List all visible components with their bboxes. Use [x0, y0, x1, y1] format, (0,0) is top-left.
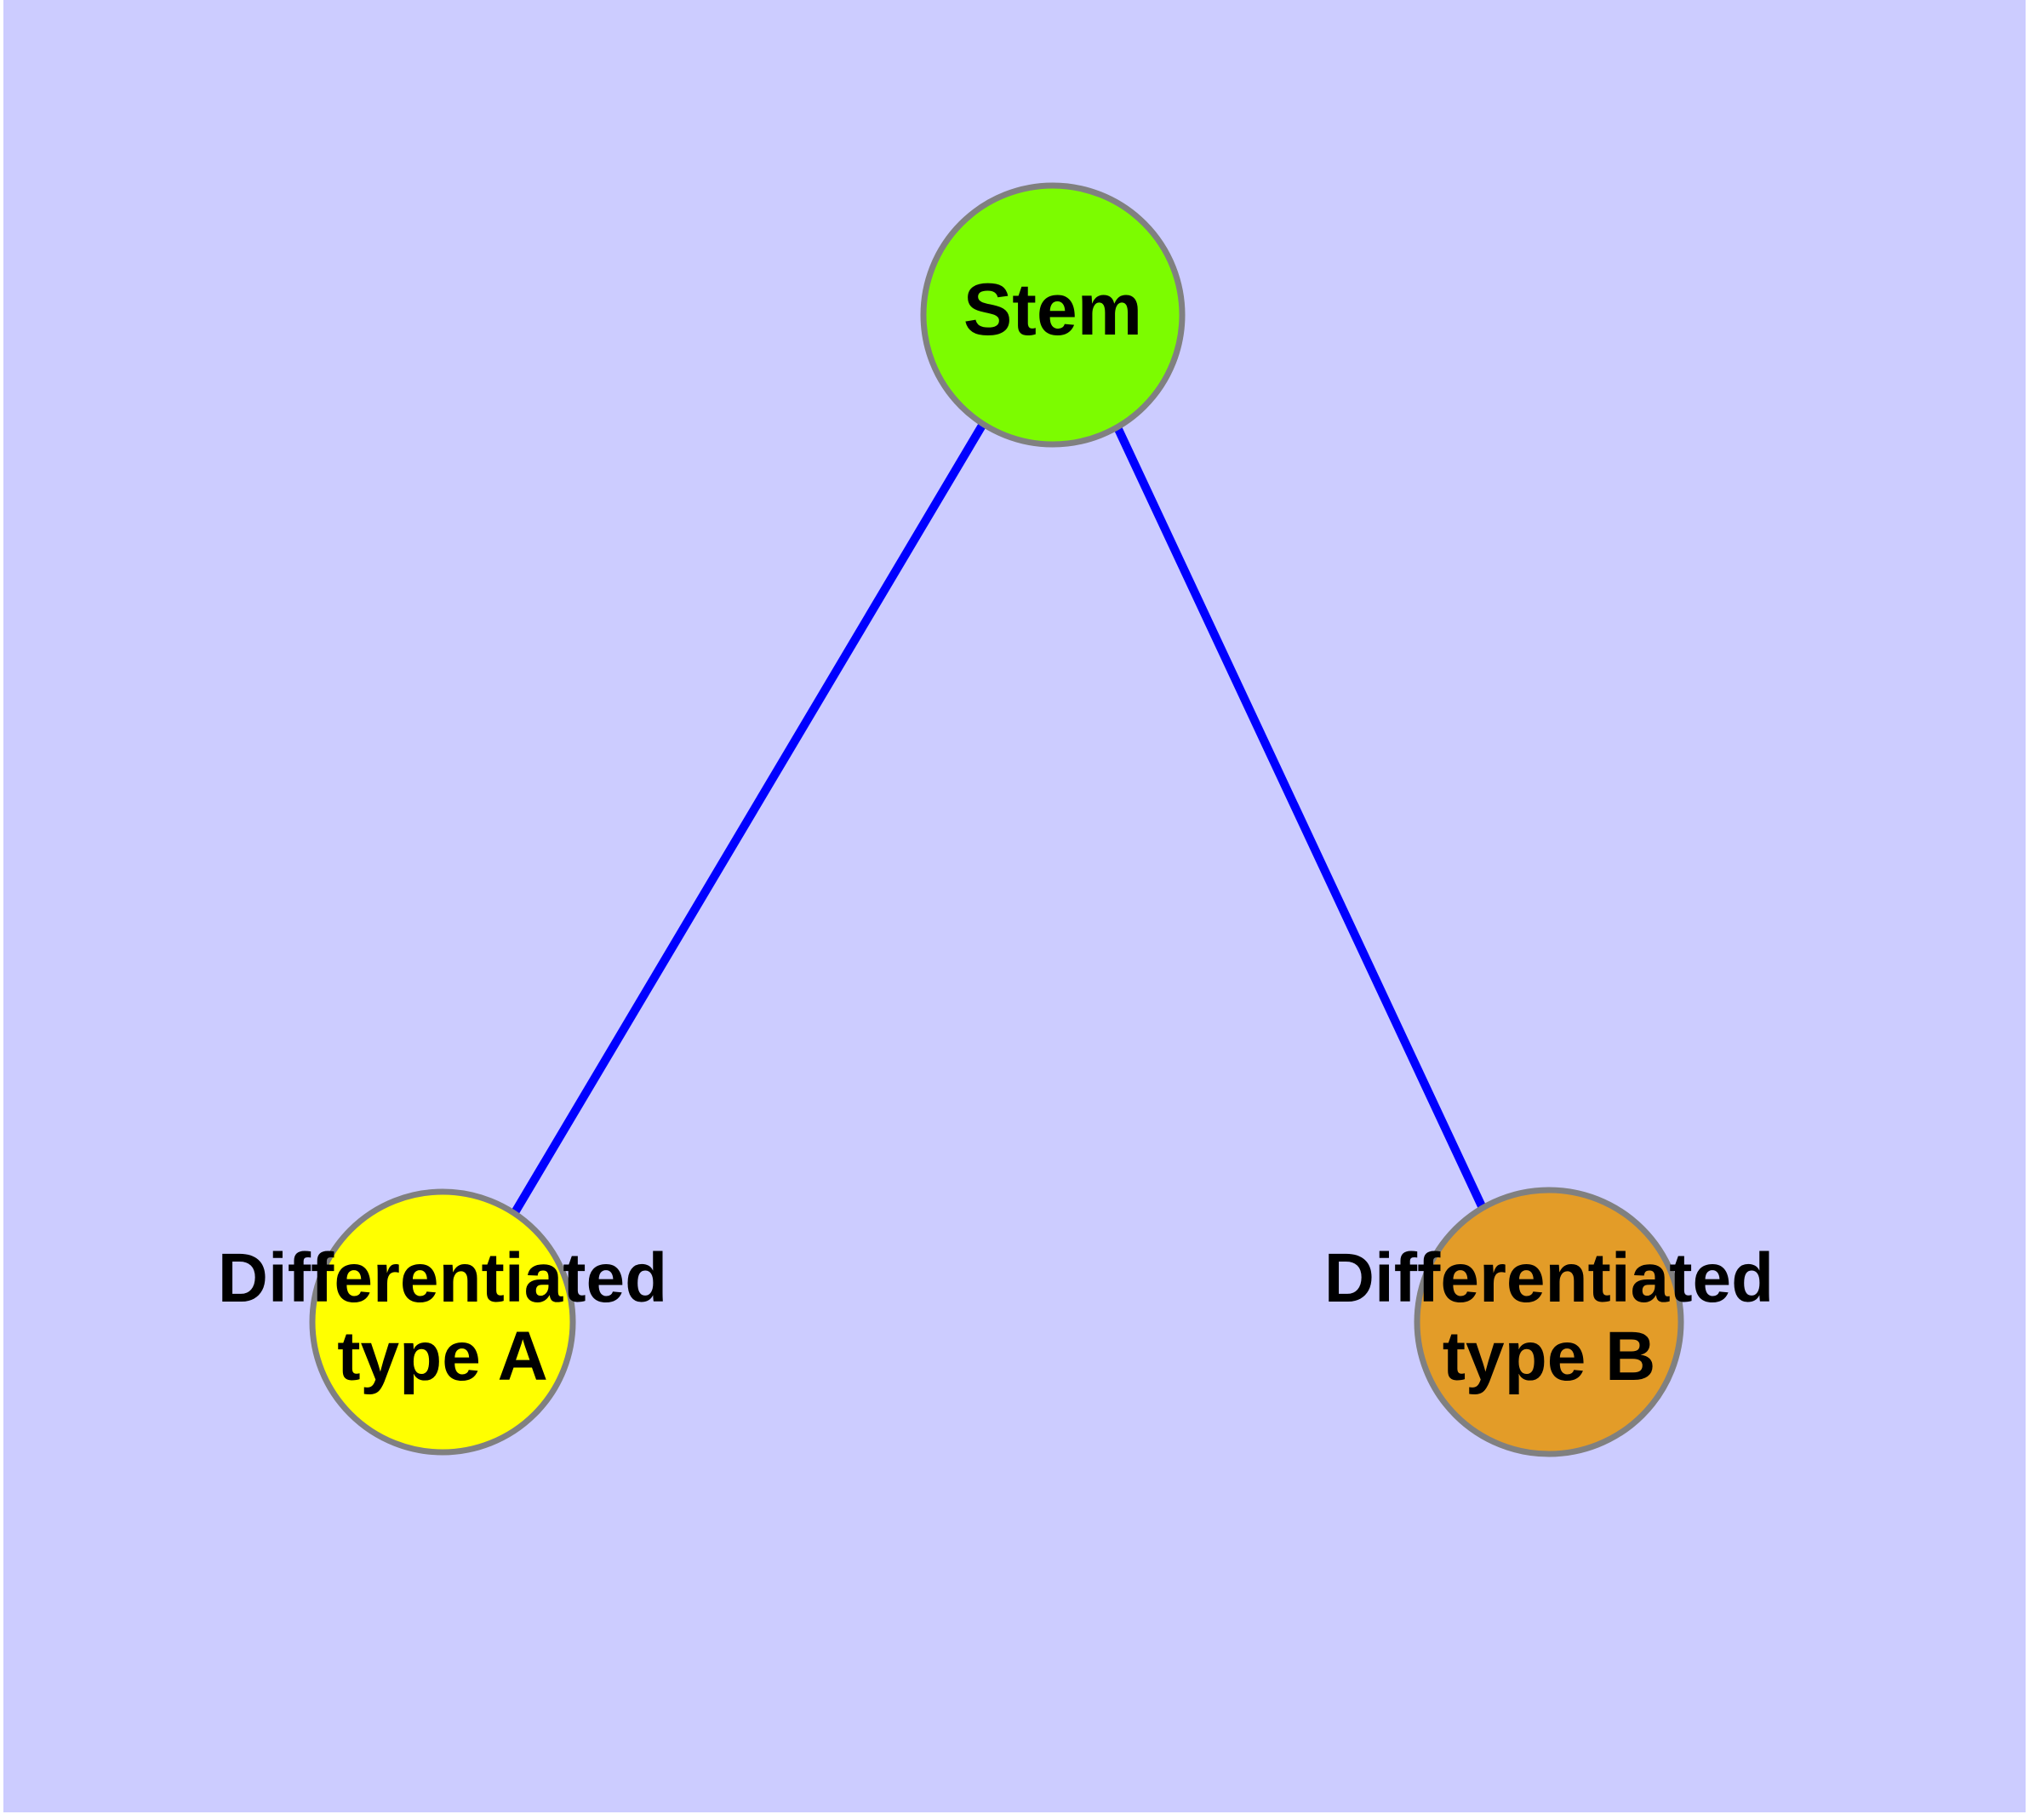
node-diff_b[interactable]: [1414, 1187, 1684, 1457]
nodes-group: [309, 182, 1684, 1457]
edges-group: [507, 421, 1492, 1222]
node-label-line: Stem: [963, 269, 1142, 351]
node-label-line: Differentiated: [1324, 1239, 1775, 1317]
node-label-line: type A: [337, 1318, 548, 1395]
edge-stem-to-a[interactable]: [507, 421, 987, 1221]
node-label-line: type B: [1443, 1318, 1656, 1395]
node-stem[interactable]: [920, 182, 1186, 448]
node-label-line: Differentiated: [218, 1239, 668, 1317]
node-diff_a[interactable]: [309, 1188, 576, 1456]
edge-stem-to-b[interactable]: [1113, 425, 1492, 1222]
node-label-stem: Stem: [963, 269, 1142, 351]
